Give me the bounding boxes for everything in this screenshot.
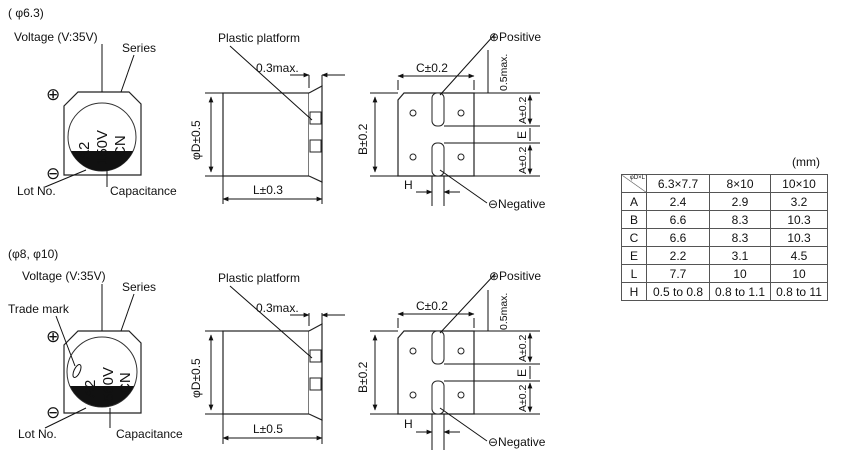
table-cell: 4.5	[770, 246, 828, 265]
table-cell: 10.3	[770, 228, 828, 247]
table-row: C 6.6 8.3 10.3	[621, 228, 828, 247]
table-row: B 6.6 8.3 10.3	[621, 210, 828, 229]
marking-b-line3: CN	[117, 372, 134, 394]
negative-label-a: ⊖Negative	[488, 197, 546, 211]
marking-a-line3: CN	[112, 135, 129, 157]
dimension-table: φD×L 6.3×7.7 8×10 10×10 A 2.4 2.9 3.2 B …	[621, 174, 828, 301]
table-cell: 2.2	[646, 246, 710, 265]
table-cell: 0.5 to 0.8	[646, 282, 710, 301]
row-header: L	[621, 264, 647, 283]
e-label-a: E	[515, 131, 529, 139]
length-label-a: L±0.3	[253, 183, 283, 197]
trade-mark-label-b: Trade mark	[8, 302, 70, 316]
corner-label: φD×L	[629, 175, 645, 181]
side-view-b	[205, 285, 345, 444]
capacitance-label-a: Capacitance	[110, 184, 177, 198]
column-header: 6.3×7.7	[646, 174, 710, 193]
row-header: H	[621, 282, 647, 301]
table-cell: 8.3	[709, 228, 771, 247]
b-label-b: B±0.2	[356, 361, 370, 393]
max-label-b: 0.3max.	[256, 301, 299, 315]
series-label-b: Series	[122, 280, 156, 294]
diameter-label-a: φD±0.5	[189, 120, 203, 160]
row-header: A	[621, 192, 647, 211]
table-cell: 3.2	[770, 192, 828, 211]
plus-icon: ⊕	[46, 327, 60, 346]
table-cell: 0.8 to 11	[770, 282, 828, 301]
table-cell: 2.9	[709, 192, 771, 211]
column-header: 8×10	[709, 174, 771, 193]
platform-label-a: Plastic platform	[218, 31, 300, 45]
marking-a-line1: A2	[76, 142, 93, 160]
table-cell: 8.3	[709, 210, 771, 229]
c-label-a: C±0.2	[416, 61, 448, 75]
row-header: B	[621, 210, 647, 229]
e-label-b: E	[515, 369, 529, 377]
voltage-label-b: Voltage (V:35V)	[22, 269, 106, 283]
bottom-view-b	[370, 273, 540, 450]
table-cell: 6.6	[646, 228, 710, 247]
a-bot-label-a: A±0.2	[517, 146, 529, 174]
table-cell: 2.4	[646, 192, 710, 211]
table-corner-cell: φD×L	[621, 174, 647, 193]
platform-label-b: Plastic platform	[218, 271, 300, 285]
row-header: E	[621, 246, 647, 265]
voltage-label-a: Voltage (V:35V)	[14, 30, 98, 44]
lot-label-b: Lot No.	[18, 427, 57, 441]
table-cell: 0.8 to 1.1	[709, 282, 771, 301]
minus-icon: ⊖	[46, 164, 60, 183]
table-cell: 6.6	[646, 210, 710, 229]
a-top-label-a: A±0.2	[517, 96, 529, 124]
bottom-view-a	[370, 33, 540, 206]
marking-b-line1: A2	[82, 380, 99, 398]
unit-label: (mm)	[792, 155, 820, 169]
a-top-label-b: A±0.2	[517, 334, 529, 362]
positive-label-b: ⊕Positive	[489, 269, 541, 283]
series-label-a: Series	[122, 41, 156, 55]
top-view-a: A2 150V CN	[44, 44, 142, 188]
max-label-b-bottom: 0.5max.	[498, 293, 510, 330]
marking-a-line2: 150V	[94, 130, 111, 165]
max-label-a-bottom: 0.5max.	[498, 54, 510, 91]
table-row: H 0.5 to 0.8 0.8 to 1.1 0.8 to 11	[621, 282, 828, 301]
h-label-b: H	[404, 417, 413, 431]
table-cell: 10	[709, 264, 771, 283]
table-cell: 7.7	[646, 264, 710, 283]
minus-icon: ⊖	[46, 403, 60, 422]
table-header-row: φD×L 6.3×7.7 8×10 10×10	[621, 174, 828, 193]
side-view-a	[205, 45, 345, 204]
capacitance-label-b: Capacitance	[116, 427, 183, 441]
negative-label-b: ⊖Negative	[488, 435, 546, 449]
table-cell: 10.3	[770, 210, 828, 229]
table-row: L 7.7 10 10	[621, 264, 828, 283]
section-b-title: (φ8, φ10)	[8, 247, 58, 261]
marking-b-line2: 560V	[100, 367, 117, 402]
max-label-a: 0.3max.	[256, 61, 299, 75]
row-header: C	[621, 228, 647, 247]
c-label-b: C±0.2	[416, 299, 448, 313]
top-view-b: A2 560V CN	[44, 284, 142, 429]
section-a-title: ( φ6.3)	[8, 6, 44, 20]
plus-icon: ⊕	[46, 85, 60, 104]
column-header: 10×10	[770, 174, 828, 193]
positive-label-a: ⊕Positive	[489, 30, 541, 44]
lot-label-a: Lot No.	[17, 184, 56, 198]
table-row: E 2.2 3.1 4.5	[621, 246, 828, 265]
h-label-a: H	[404, 178, 413, 192]
length-label-b: L±0.5	[253, 422, 283, 436]
diameter-label-b: φD±0.5	[189, 358, 203, 398]
table-cell: 10	[770, 264, 828, 283]
table-cell: 3.1	[709, 246, 771, 265]
b-label-a: B±0.2	[356, 123, 370, 155]
a-bot-label-b: A±0.2	[517, 384, 529, 412]
table-row: A 2.4 2.9 3.2	[621, 192, 828, 211]
